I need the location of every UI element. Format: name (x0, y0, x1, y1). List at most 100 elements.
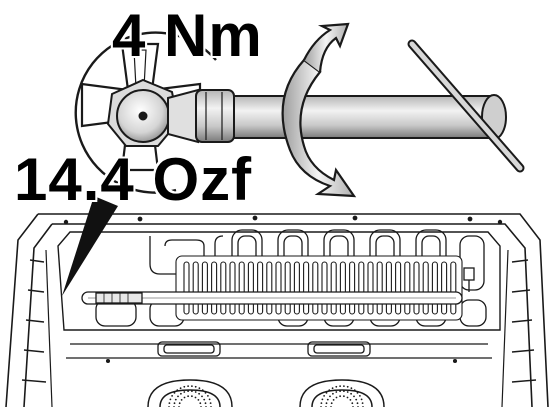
grille-bar (413, 261, 420, 315)
fan-perforation-dot (191, 385, 193, 387)
grille-bar (257, 261, 264, 315)
fan-perforation-dot (353, 389, 356, 392)
fan-perforation-dot (332, 392, 334, 395)
fan-perforation-dot (187, 395, 190, 398)
fan-perforation-dot (346, 391, 349, 393)
fan-perforation-dot (356, 392, 359, 394)
fan-perforation-dot (359, 395, 361, 397)
fan-perforation-dot (208, 398, 211, 401)
fan-perforation-dot (350, 392, 352, 395)
fan-perforation-dot (204, 402, 207, 405)
fan-perforation-dot (179, 387, 182, 390)
fan-perforation-dot (201, 395, 203, 398)
fan-perforation-dot (183, 396, 186, 399)
grille-bar (367, 261, 374, 315)
grille-bar (404, 261, 411, 315)
fan-perforation-dot (339, 390, 341, 392)
grille-bar (293, 261, 300, 315)
fan-perforation-dot (198, 392, 201, 395)
fan-perforation-dot (183, 391, 186, 393)
fan-perforation-dot (331, 387, 334, 390)
fan-perforation-dot (199, 402, 202, 405)
fan-perforation-dot (350, 387, 353, 390)
fan-perforation-dot (207, 395, 209, 397)
grille-bar (183, 261, 190, 315)
fan-perforation-dot (203, 398, 206, 401)
fan-perforation-dot (335, 391, 338, 393)
fan-perforation-dot (174, 398, 177, 401)
fan-perforation-dot (325, 392, 328, 394)
fan-perforation-dot (209, 402, 212, 404)
fan-perforation-dot (321, 398, 324, 401)
fan-perforation-dot (168, 402, 171, 404)
oven-cavity (5, 213, 549, 407)
fan-perforation-dot (339, 385, 341, 387)
grille-bar (229, 261, 236, 315)
fan-perforation-dot (355, 398, 358, 401)
fan-perforation-dot (329, 395, 331, 398)
fan-perforation-dot (194, 391, 197, 393)
detail-callout-circle (74, 31, 217, 194)
fan-perforation-dot (349, 399, 352, 401)
grille-bar (330, 261, 337, 315)
clockwise-rotation-arrow-icon (281, 22, 357, 198)
grille-bar (395, 261, 402, 315)
fan-perforation-dot (328, 389, 331, 392)
torque-metric-label: 4 Nm (112, 2, 263, 69)
fan-perforation-dot (191, 390, 193, 392)
fan-covers (147, 379, 385, 407)
heating-element (175, 255, 463, 321)
fan-perforation-dot (346, 385, 349, 388)
fan-perforation-dot (356, 402, 359, 405)
grille-bar (220, 261, 227, 315)
callout-pointer (62, 196, 118, 296)
fan-perforation-dot (198, 387, 201, 390)
fan-perforation-dot (330, 402, 333, 405)
grille-bar (238, 261, 245, 315)
fan-perforation-dot (323, 395, 325, 397)
grille-bar (321, 261, 328, 315)
grille-bar (349, 261, 356, 315)
fan-perforation-dot (183, 385, 186, 388)
fan-perforation-dot (343, 390, 345, 392)
grille-bar (376, 261, 383, 315)
grille-bar (339, 261, 346, 315)
fan-perforation-dot (187, 385, 190, 387)
fan-perforation-dot (178, 402, 181, 405)
torque-imperial-label: 14.4 Ozf (14, 146, 253, 213)
fan-perforation-dot (194, 396, 197, 399)
fan-perforation-dot (343, 385, 345, 387)
fan-perforation-dot (180, 399, 183, 401)
grille-bar (422, 261, 429, 315)
grille-bar (284, 261, 291, 315)
fan-perforation-dot (197, 399, 200, 401)
fan-perforation-dot (351, 402, 354, 405)
grille-bar (275, 261, 282, 315)
fan-perforation-dot (171, 395, 174, 397)
grille-bar (303, 261, 310, 315)
grille-bar (441, 261, 448, 315)
grille-bar (385, 261, 392, 315)
grille-bar (312, 261, 319, 315)
grille-bar (266, 261, 273, 315)
grille-bar (358, 261, 365, 315)
fan-perforation-dot (204, 392, 207, 394)
grille-bar (192, 261, 199, 315)
fan-perforation-dot (335, 396, 338, 399)
fan-perforation-dot (176, 389, 179, 392)
fan-perforation-dot (201, 389, 204, 392)
fan-perforation-dot (326, 398, 329, 401)
fan-perforation-dot (169, 398, 172, 401)
fan-perforation-dot (346, 396, 349, 399)
fan-perforation-dot (173, 402, 176, 405)
grille-bar (211, 261, 218, 315)
grille-bar (247, 261, 254, 315)
fan-perforation-dot (187, 390, 190, 392)
fan-perforation-dot (191, 395, 193, 398)
fan-perforation-dot (353, 395, 355, 398)
fan-perforation-dot (325, 402, 328, 405)
fan-perforation-dot (339, 395, 341, 398)
grille-bar (201, 261, 208, 315)
